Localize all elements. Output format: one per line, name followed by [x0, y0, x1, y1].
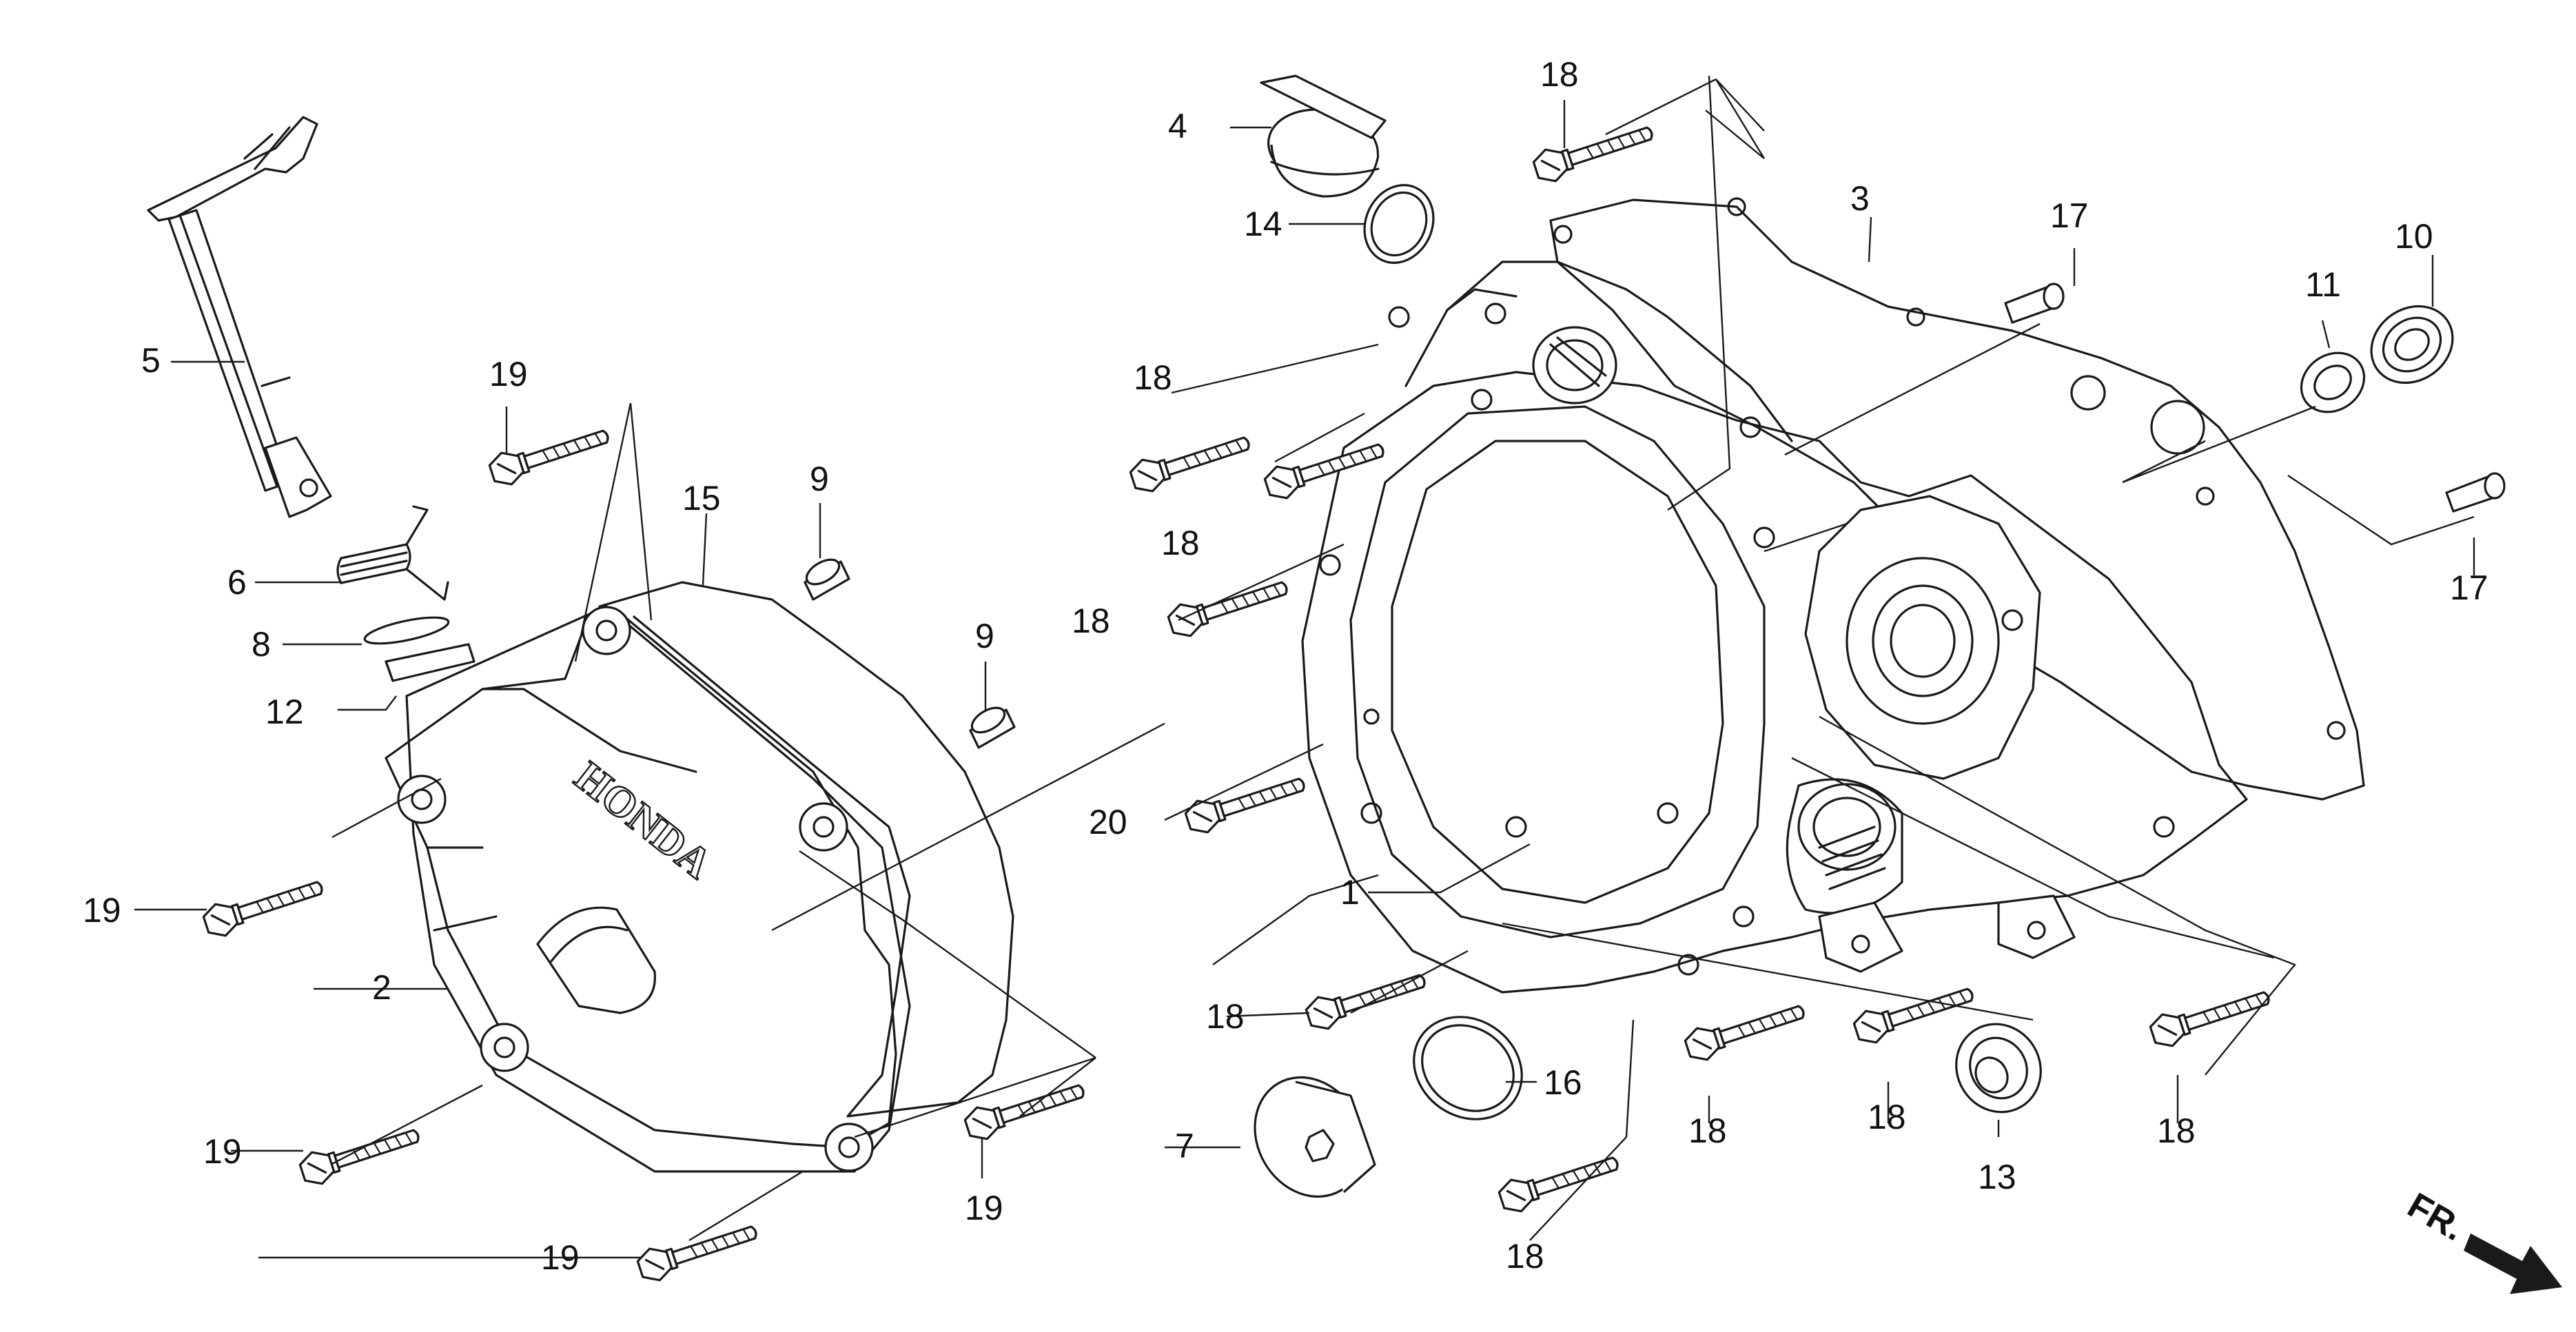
callout-19-left: 19: [83, 891, 121, 930]
callout-18-l3: 18: [1072, 602, 1110, 640]
callout-2: 2: [372, 968, 391, 1007]
front-arrow-icon: [2464, 1233, 2562, 1294]
bolt-part-18-left3: [1165, 570, 1293, 642]
dowel-part-9a: [804, 558, 850, 601]
bolt-part-18-bottom1: [1495, 1145, 1624, 1218]
front-direction-indicator: FR.: [2401, 1185, 2562, 1294]
callout-9a: 9: [810, 460, 829, 498]
callout-12: 12: [265, 693, 304, 731]
direction-label: FR.: [2401, 1185, 2471, 1249]
callout-18-l2: 18: [1161, 524, 1200, 562]
callout-6: 6: [227, 563, 247, 602]
callout-10: 10: [2395, 217, 2433, 256]
washer-part-8: [363, 616, 450, 645]
seal-part-11: [2300, 351, 2366, 413]
bolt-part-18-left4: [1302, 963, 1431, 1035]
bolt-part-18-left2: [1261, 432, 1389, 504]
dowel-part-9b: [969, 706, 1016, 749]
filter-cap-part-7: [1254, 1076, 1376, 1198]
callout-14: 14: [1244, 205, 1282, 243]
bolt-part-18-bottom3: [1850, 976, 1979, 1049]
callouts: 1 2 3 4 5 6 7 8 9 9 10 11 12 13 14 15 16…: [83, 55, 2488, 1277]
callout-9b: 9: [975, 617, 994, 655]
gasket-part-15: [598, 581, 1014, 1118]
bolt-part-18-bottom2: [1681, 994, 1810, 1066]
cover-part-2: HONDA: [385, 605, 911, 1173]
callout-11: 11: [2305, 265, 2341, 304]
bolt-part-19-left: [200, 870, 328, 942]
callout-4: 4: [1168, 107, 1187, 145]
bolt-part-19-bottomleft: [296, 1118, 425, 1190]
callout-19-top: 19: [489, 355, 528, 393]
callout-18-b1: 18: [1506, 1237, 1544, 1275]
seal-part-13: [1955, 1023, 2042, 1114]
callout-18-b3: 18: [1868, 1098, 1906, 1136]
callout-15: 15: [682, 479, 721, 518]
callout-1: 1: [1340, 873, 1360, 912]
callout-18-b4: 18: [2157, 1111, 2196, 1150]
bolt-part-18-left1: [1127, 425, 1255, 498]
callout-18-l1: 18: [1134, 358, 1172, 397]
callout-19-bottom: 19: [541, 1238, 580, 1277]
callout-17a: 17: [2050, 196, 2089, 235]
callout-18-top: 18: [1540, 55, 1579, 94]
callout-19-bottomright: 19: [965, 1189, 1003, 1227]
bearing-part-10: [2370, 305, 2454, 385]
dowel-part-17a: [2004, 283, 2065, 324]
callout-20: 20: [1089, 803, 1127, 841]
bolt-part-18-bottom4: [2147, 980, 2275, 1052]
bolt-part-18-top: [1530, 115, 1658, 187]
o-ring-part-16: [1413, 1016, 1523, 1120]
callout-18-l4: 18: [1206, 997, 1245, 1036]
collar-part-12: [385, 643, 476, 682]
callout-13: 13: [1978, 1158, 2016, 1196]
callout-5: 5: [141, 341, 161, 380]
shaft-part-5: [147, 116, 332, 518]
callout-8: 8: [252, 625, 271, 664]
filler-cap-part-4: [1260, 74, 1387, 198]
callout-18-b2: 18: [1688, 1111, 1727, 1150]
callout-19-bottomleft: 19: [203, 1132, 242, 1171]
crankcase-cover-part-1: [1301, 260, 2248, 994]
callout-7: 7: [1175, 1127, 1194, 1165]
leader-lines: [134, 75, 2475, 1259]
callout-3: 3: [1850, 179, 1870, 218]
o-ring-part-14: [1363, 184, 1435, 264]
callout-17b: 17: [2450, 568, 2488, 607]
bolt-part-19-bottom: [634, 1214, 762, 1287]
callout-16: 16: [1544, 1063, 1582, 1102]
dowel-part-17b: [2445, 472, 2506, 513]
spring-part-6: [336, 505, 449, 601]
